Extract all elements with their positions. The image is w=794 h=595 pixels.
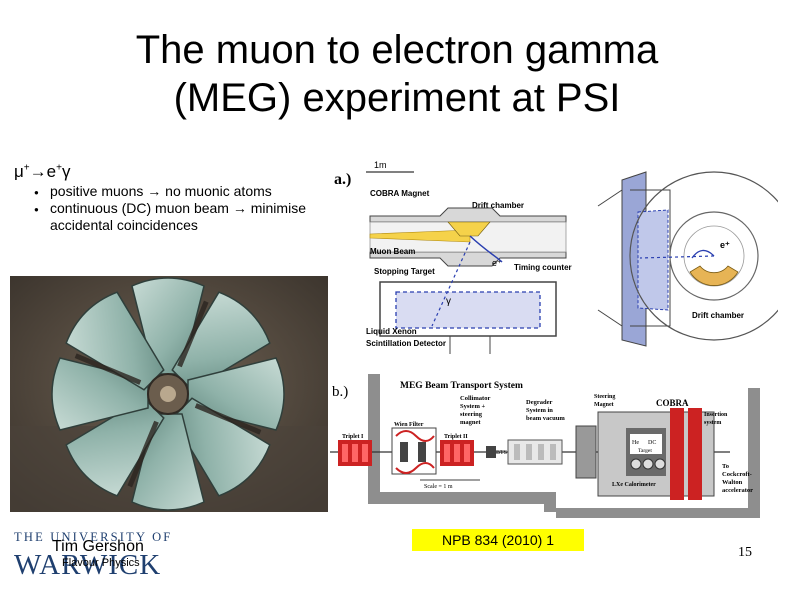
formula-tail: γ — [61, 162, 71, 181]
decay-formula: μ+→e+γ — [14, 162, 70, 182]
warwick-logo: THE UNIVERSITY OF WARWICK — [14, 530, 172, 580]
sector-magnet — [171, 397, 271, 497]
label-cobra: COBRA — [656, 398, 689, 408]
author-name: Tim Gershon — [52, 538, 144, 555]
label-collimator-2: System + — [460, 403, 485, 410]
label-insertion-2: system — [704, 420, 721, 426]
stopping-target — [447, 221, 491, 237]
formula-base: μ — [14, 162, 24, 181]
label-dc: DC — [648, 440, 656, 446]
shield-wall — [556, 508, 588, 518]
label-wien-filter: Wien Filter — [394, 422, 424, 428]
label-gamma: γ — [446, 296, 451, 307]
label-collimator-1: Collimator — [460, 395, 490, 402]
label-triplet-one: Triplet I — [342, 434, 364, 440]
title-line-2: (MEG) experiment at PSI — [173, 76, 621, 120]
panel-label-b: b.) — [332, 384, 348, 400]
triplet-one — [338, 440, 372, 466]
label-liquid-xenon: Liquid Xenon — [366, 327, 417, 336]
bullet-list: positive muons → no muonic atoms continu… — [34, 183, 324, 234]
course-name: Flavour Physics — [62, 557, 140, 569]
shield-wall — [588, 508, 760, 518]
logo-main-text: WARWICK — [14, 549, 161, 580]
label-positron: e⁺ — [720, 240, 730, 250]
label-target: Target — [638, 448, 652, 454]
sector-magnet — [65, 397, 165, 497]
wien-filter — [391, 427, 437, 475]
label-timing-counter: Timing counter — [514, 263, 572, 272]
label-to-1: To — [722, 463, 729, 470]
label-bts: BTS — [496, 450, 507, 456]
shield-wall — [748, 388, 760, 518]
title-line-1: The muon to electron gamma — [135, 28, 659, 72]
label-degrader-1: Degrader — [526, 399, 552, 406]
label-cobra-magnet: COBRA Magnet — [370, 189, 430, 198]
bullet-item: positive muons → no muonic atoms — [34, 183, 324, 201]
label-insertion-1: Insertion — [704, 412, 728, 418]
bullet-item: continuous (DC) muon beam → minimise acc… — [34, 200, 324, 234]
collimator — [486, 446, 496, 458]
shield-wall — [544, 492, 556, 512]
scale-1m: 1m — [374, 160, 387, 170]
label-collimator-3: steering — [460, 411, 483, 418]
detector-diagram: a.) 1m COBRA Magnet Drift chamber Muon B… — [334, 160, 778, 354]
label-triplet-two: Triplet II — [444, 434, 468, 440]
shield-wall — [368, 492, 556, 504]
label-electron-track: e⁺ — [492, 258, 502, 268]
label-to-3: Walton — [722, 479, 743, 486]
cyclotron-photo — [10, 276, 328, 512]
reference-citation: NPB 834 (2010) 1 — [412, 529, 584, 551]
label-steering-1: Steering — [594, 394, 615, 400]
bts-solenoid — [507, 439, 563, 465]
page-number: 15 — [738, 545, 752, 560]
cobra-magnet — [575, 408, 715, 500]
liquid-xenon-detector — [379, 241, 557, 354]
beam-transport-diagram: b.) MEG Beam Transport System Triplet I … — [330, 374, 760, 518]
label-stopping-target: Stopping Target — [374, 267, 435, 276]
panel-label-a: a.) — [334, 171, 351, 188]
label-degrader-2: System in — [526, 407, 553, 414]
formula-sup-2: + — [56, 162, 62, 174]
shield-wall — [368, 374, 380, 504]
formula-sup-1: + — [23, 162, 30, 174]
slide-title: The muon to electron gamma (MEG) experim… — [60, 26, 734, 122]
formula-arrow: →e — [29, 162, 57, 181]
sector-magnet — [65, 291, 165, 391]
label-muon-beam: Muon Beam — [370, 247, 415, 256]
logo-top-text: THE UNIVERSITY OF — [14, 530, 172, 544]
label-degrader-3: beam vacuum — [526, 415, 565, 422]
label-drift-chamber: Drift chamber — [472, 201, 524, 210]
label-collimator-4: magnet — [460, 419, 481, 426]
triplet-two — [440, 440, 474, 466]
label-to-2: Cockcroft- — [722, 471, 752, 478]
label-he: He — [632, 440, 639, 446]
detector-end-view — [597, 171, 778, 347]
label-lxe-calorimeter: LXe Calorimeter — [612, 482, 656, 488]
label-drift-chamber-right: Drift chamber — [692, 311, 744, 320]
beam-transport-title: MEG Beam Transport System — [400, 381, 523, 391]
sector-magnet — [171, 291, 271, 391]
label-scintillation: Scintillation Detector — [366, 339, 446, 348]
label-to-4: accelerator — [722, 487, 753, 494]
label-steering-2: Magnet — [594, 402, 614, 408]
label-scale: Scale = 1 m — [424, 484, 453, 490]
